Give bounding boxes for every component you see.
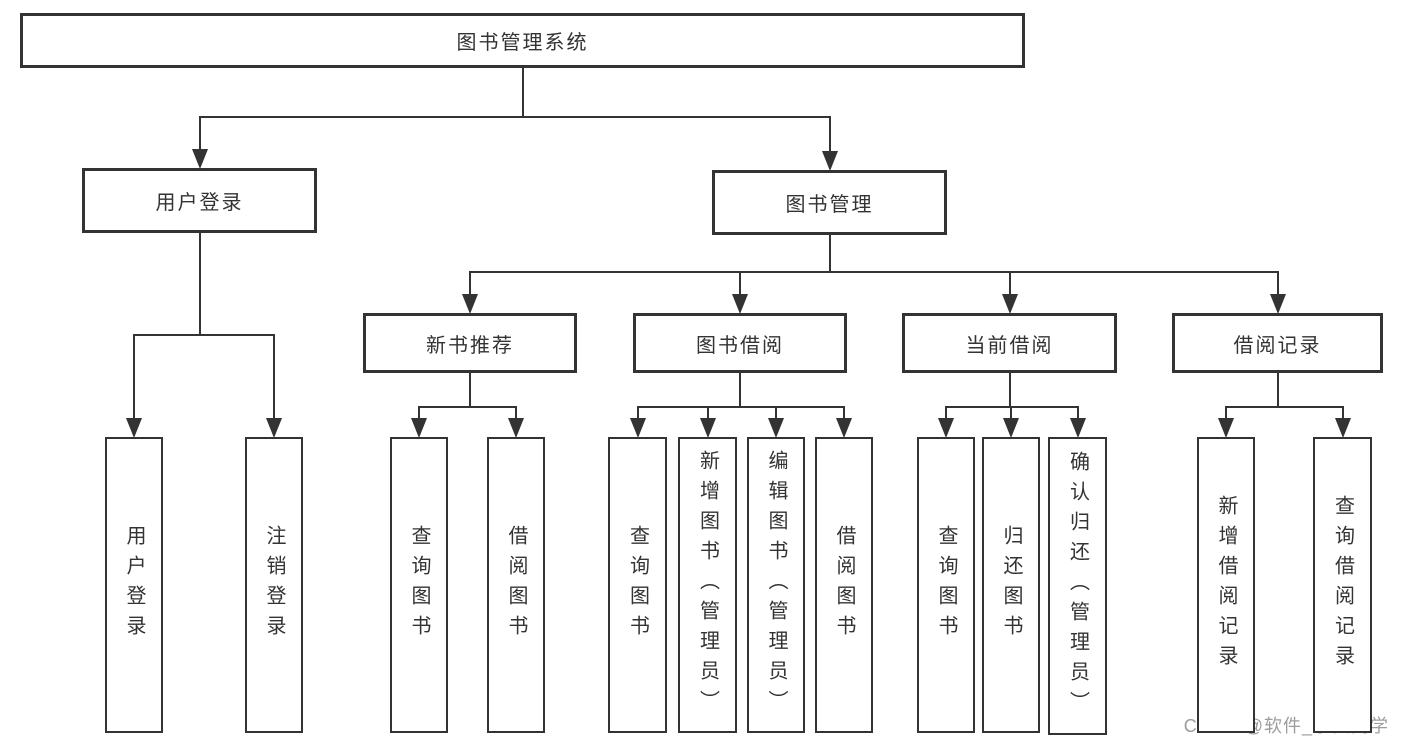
- node-query-books-3: 查询图书: [917, 437, 975, 733]
- arrow-down-icon: [768, 418, 784, 438]
- connector-line: [843, 407, 845, 421]
- connector-line: [1009, 373, 1011, 408]
- connector-line: [637, 406, 845, 408]
- node-add-borrow-record: 新增借阅记录: [1197, 437, 1255, 733]
- node-label: 用户登录: [123, 525, 145, 645]
- arrow-down-icon: [836, 418, 852, 438]
- arrow-down-icon: [630, 418, 646, 438]
- node-user-login-leaf: 用户登录: [105, 437, 163, 733]
- arrow-down-icon: [1218, 418, 1234, 438]
- arrow-down-icon: [462, 294, 478, 314]
- connector-line: [418, 406, 517, 408]
- arrow-down-icon: [1335, 418, 1351, 438]
- node-label: 借阅图书: [505, 525, 527, 645]
- connector-line: [418, 407, 420, 421]
- connector-line: [1342, 407, 1344, 421]
- node-book-management: 图书管理: [712, 170, 947, 235]
- arrow-down-icon: [1270, 294, 1286, 314]
- arrow-down-icon: [1003, 418, 1019, 438]
- arrow-down-icon: [411, 418, 427, 438]
- arrow-down-icon: [1070, 418, 1086, 438]
- node-label: 查询图书: [408, 525, 430, 645]
- node-label: 新增借阅记录: [1215, 495, 1237, 675]
- connector-line: [199, 116, 831, 118]
- node-label: 查询借阅记录: [1331, 495, 1354, 675]
- connector-line: [133, 334, 275, 336]
- node-label: 图书借阅: [696, 334, 784, 357]
- node-borrow-records: 借阅记录: [1172, 313, 1383, 373]
- connector-line: [707, 407, 709, 421]
- connector-line: [1009, 272, 1011, 297]
- node-new-book-recommend: 新书推荐: [363, 313, 577, 373]
- connector-line: [739, 373, 741, 408]
- node-label: 借阅图书: [833, 525, 855, 645]
- node-label: 用户登录: [155, 192, 244, 214]
- connector-line: [273, 335, 275, 421]
- node-query-books-2: 查询图书: [608, 437, 667, 733]
- connector-line: [515, 407, 517, 421]
- arrow-down-icon: [1002, 294, 1018, 314]
- node-user-login: 用户登录: [82, 168, 317, 233]
- node-label: 借阅记录: [1233, 334, 1322, 357]
- connector-line: [1010, 407, 1012, 421]
- node-label: 图书管理: [785, 194, 874, 216]
- connector-line: [199, 233, 201, 336]
- node-label: 注销登录: [263, 525, 285, 645]
- node-borrow-books-2: 借阅图书: [815, 437, 873, 733]
- connector-line: [775, 407, 777, 421]
- node-book-borrowing: 图书借阅: [633, 313, 847, 373]
- node-query-borrow-record: 查询借阅记录: [1313, 437, 1372, 733]
- arrow-down-icon: [938, 418, 954, 438]
- connector-line: [829, 235, 831, 273]
- node-label: 查询图书: [626, 525, 649, 645]
- node-logout-leaf: 注销登录: [245, 437, 303, 733]
- connector-line: [1077, 407, 1079, 421]
- node-confirm-return-admin: 确认归还（管理员）: [1048, 437, 1107, 735]
- connector-line: [739, 272, 741, 297]
- arrow-down-icon: [192, 149, 208, 169]
- node-root: 图书管理系统: [20, 13, 1025, 68]
- node-borrow-books-1: 借阅图书: [487, 437, 545, 733]
- arrow-down-icon: [126, 418, 142, 438]
- connector-line: [522, 68, 524, 118]
- node-label: 当前借阅: [965, 334, 1054, 357]
- node-label: 图书管理系统: [456, 32, 589, 54]
- connector-line: [469, 272, 471, 297]
- node-add-books-admin: 新增图书（管理员）: [678, 437, 737, 733]
- connector-line: [637, 407, 639, 421]
- arrow-down-icon: [700, 418, 716, 438]
- arrow-down-icon: [732, 294, 748, 314]
- connector-line: [469, 271, 1279, 273]
- node-label: 归还图书: [1000, 525, 1022, 645]
- connector-line: [199, 117, 201, 152]
- node-return-books: 归还图书: [982, 437, 1040, 733]
- connector-line: [829, 117, 831, 154]
- connector-line: [469, 373, 471, 408]
- node-label: 确认归还（管理员）: [1066, 451, 1089, 721]
- node-current-borrowing: 当前借阅: [902, 313, 1117, 373]
- node-label: 新书推荐: [426, 334, 514, 357]
- connector-line: [1277, 272, 1279, 297]
- node-label: 新增图书（管理员）: [696, 450, 719, 720]
- node-label: 编辑图书（管理员）: [765, 450, 787, 720]
- connector-line: [945, 406, 1079, 408]
- connector-line: [1225, 406, 1344, 408]
- arrow-down-icon: [508, 418, 524, 438]
- node-label: 查询图书: [935, 525, 957, 645]
- connector-line: [1225, 407, 1227, 421]
- connector-line: [945, 407, 947, 421]
- node-edit-books-admin: 编辑图书（管理员）: [747, 437, 805, 733]
- connector-line: [1277, 373, 1279, 408]
- connector-line: [133, 335, 135, 421]
- arrow-down-icon: [266, 418, 282, 438]
- node-query-books-1: 查询图书: [390, 437, 448, 733]
- arrow-down-icon: [822, 151, 838, 171]
